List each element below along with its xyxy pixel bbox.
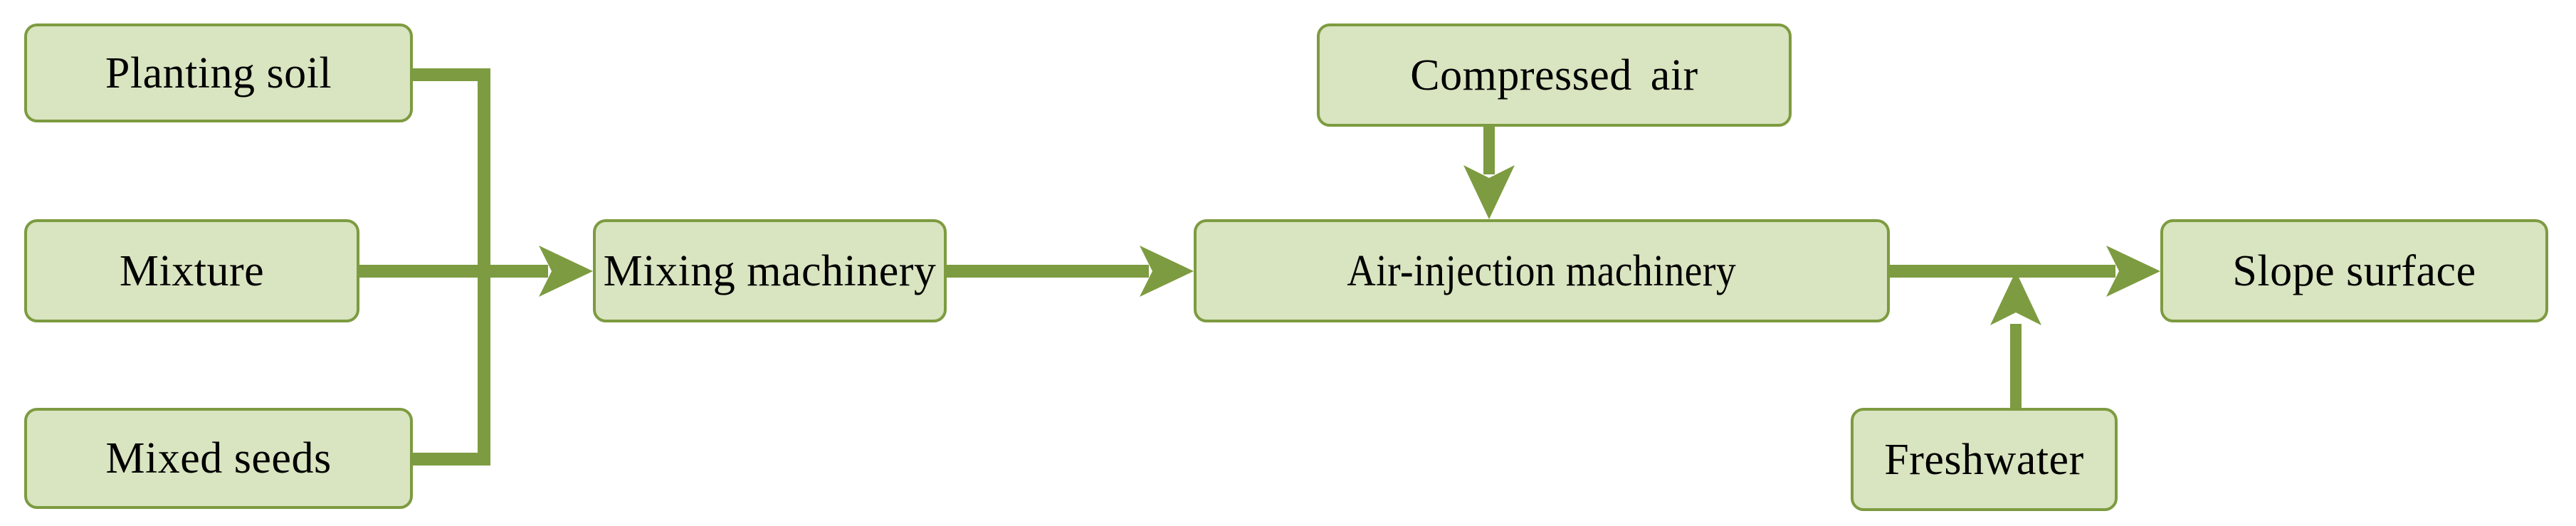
node-slope-surface-label: Slope surface	[2232, 246, 2476, 295]
node-mixture-label: Mixture	[119, 246, 265, 295]
node-slope-surface[interactable]: Slope surface	[2160, 219, 2548, 322]
node-planting-soil[interactable]: Planting soil	[24, 23, 413, 122]
arrowhead-air-injection-to-slope-surface	[2106, 246, 2160, 297]
node-mixing-machinery-label: Mixing machinery	[603, 246, 937, 295]
edge-mixed-seeds-to-mixing-machinery	[413, 271, 490, 465]
node-compressed-air[interactable]: Compressed air	[1317, 23, 1792, 127]
node-freshwater-label: Freshwater	[1884, 435, 2084, 484]
edge-planting-soil-to-mixing-machinery	[413, 68, 490, 271]
node-planting-soil-label: Planting soil	[105, 48, 332, 98]
arrowhead-mixing-machinery-to-air-injection	[1140, 246, 1194, 297]
node-mixing-machinery[interactable]: Mixing machinery	[593, 219, 947, 322]
node-freshwater[interactable]: Freshwater	[1851, 408, 2118, 511]
arrowhead-compressed-air-to-air-injection	[1463, 165, 1515, 219]
node-mixture[interactable]: Mixture	[24, 219, 359, 322]
node-air-injection-machinery-label: Air-injection machinery	[1347, 246, 1737, 295]
node-mixed-seeds-label: Mixed seeds	[105, 434, 332, 483]
node-compressed-air-label: Compressed air	[1410, 51, 1698, 100]
node-mixed-seeds[interactable]: Mixed seeds	[24, 408, 413, 509]
arrowhead-freshwater-to-slope-line	[1990, 271, 2041, 325]
arrowhead-mixture-to-mixing-machinery	[539, 246, 593, 297]
node-air-injection-machinery[interactable]: Air-injection machinery	[1194, 219, 1890, 322]
